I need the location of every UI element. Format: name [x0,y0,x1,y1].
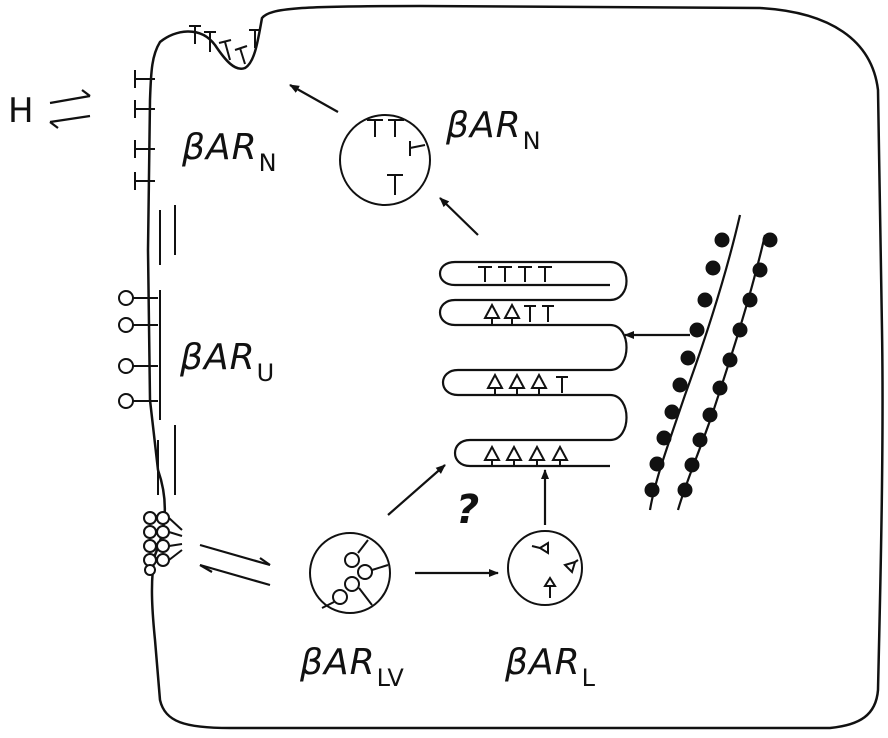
pit-vesicle-equilibrium-arrows [200,545,270,585]
vesicle-light [508,531,582,605]
membrane-receptor-cluster-top [189,26,261,64]
membrane-receptors-uncoupled [119,291,158,408]
pit-receptor-cluster [144,512,182,575]
hormone-equilibrium-arrows [50,90,90,128]
pathway-arrows [289,85,690,577]
bar-l-label: βARL [505,642,595,692]
bar-n-vesicle-label: βARN [446,105,541,155]
bar-n-membrane-label: βARN [182,127,277,177]
hormone-label: H [8,91,34,131]
bar-u-label: βARU [180,337,275,387]
ribosomes [645,233,777,497]
vesicle-native [340,115,430,205]
membrane-segments [158,205,175,495]
bar-lv-label: βARLV [300,642,404,692]
cell-membrane [148,6,883,728]
unknown-path-label: ? [456,487,480,533]
stack-receptors [478,267,568,466]
golgi-stacks [440,262,627,466]
vesicle-light-vesicle [310,533,390,613]
membrane-receptors-native [135,70,155,190]
rough-er [650,215,765,510]
